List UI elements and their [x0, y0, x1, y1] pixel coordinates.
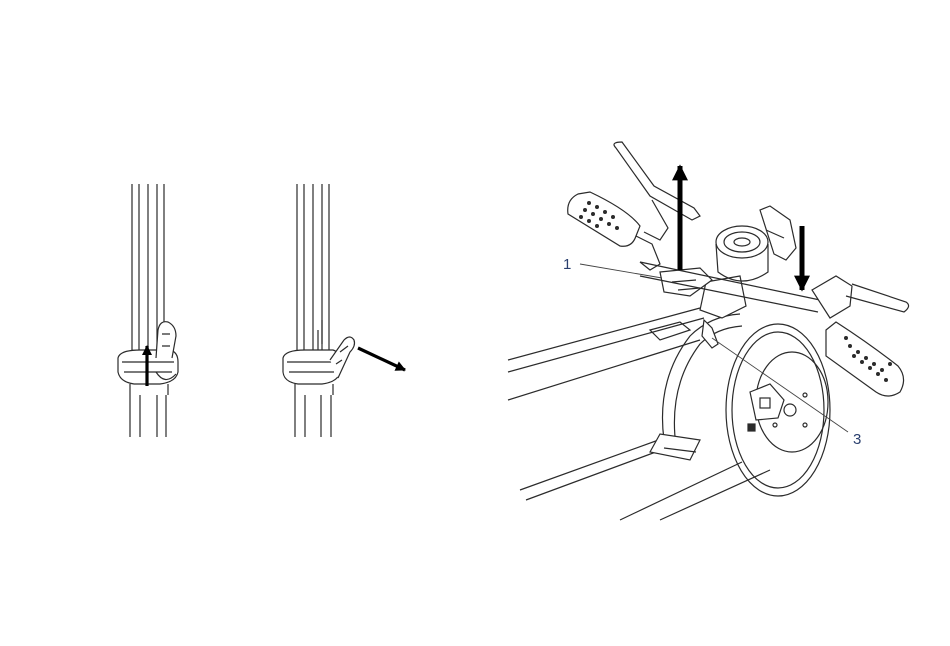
right-grip — [826, 322, 904, 396]
callout-label-3: 3 — [853, 432, 861, 447]
disc-brake-caliper — [748, 384, 784, 431]
callout-label-1: 1 — [563, 257, 571, 272]
throttle-display — [760, 206, 796, 260]
bell — [716, 226, 768, 281]
callout-leader-1 — [580, 264, 662, 278]
left-grip — [568, 192, 660, 270]
stem-clamp-collar — [283, 350, 340, 395]
stem-step-1 — [118, 184, 178, 437]
scooter-deck — [508, 308, 770, 520]
folding-hook — [702, 320, 718, 348]
handlebar-assembly — [508, 142, 909, 520]
stem-step-2 — [283, 184, 355, 437]
arrow-outward-stem — [358, 348, 405, 370]
right-brake-lever — [812, 276, 909, 318]
